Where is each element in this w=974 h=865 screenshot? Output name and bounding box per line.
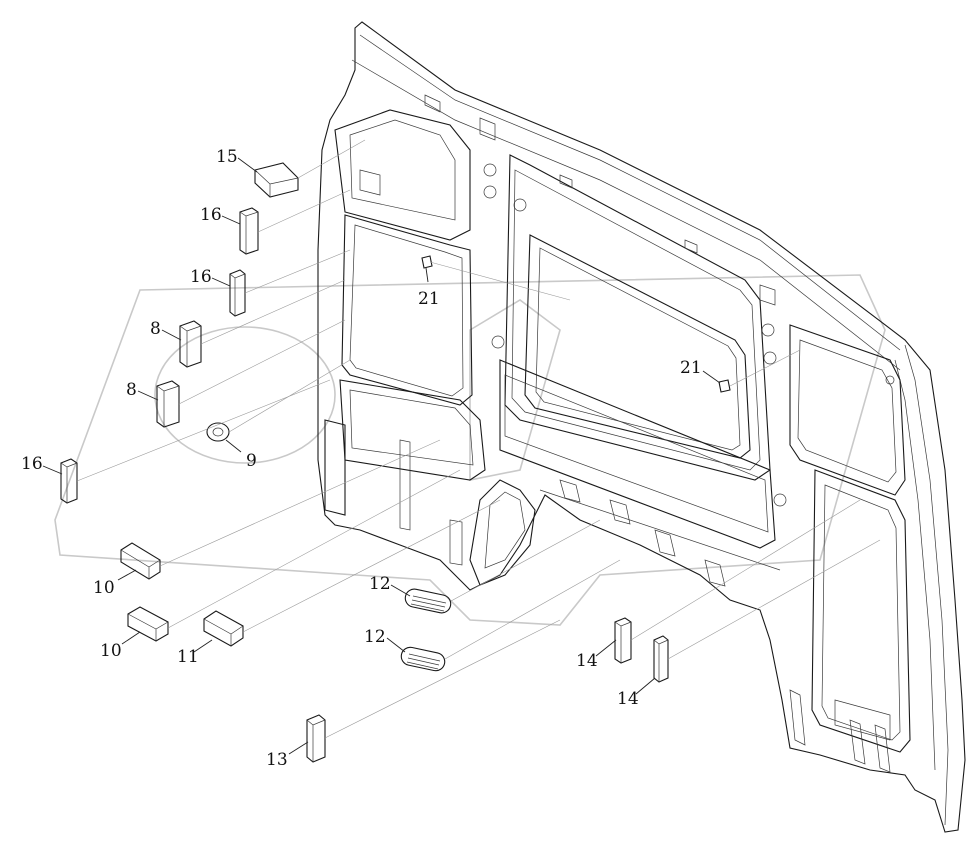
cab-side-panel xyxy=(317,21,966,833)
part-10-block-a xyxy=(120,542,161,580)
part-14-block-a xyxy=(614,617,632,664)
part-21-clip-a xyxy=(421,255,433,269)
callout-16: 16 xyxy=(190,267,212,287)
part-14-block-b xyxy=(653,635,669,683)
part-15-block xyxy=(254,162,299,198)
callout-10: 10 xyxy=(93,578,115,598)
callout-labels: 15 16 16 8 8 16 9 10 10 11 12 12 13 14 1… xyxy=(21,147,702,770)
assembly-guide-lines xyxy=(76,139,881,739)
part-21-clip-b xyxy=(718,379,731,393)
callout-14: 14 xyxy=(617,689,639,709)
callout-10: 10 xyxy=(100,641,122,661)
callout-15: 15 xyxy=(216,147,238,167)
part-12-pad-b xyxy=(400,646,446,672)
part-11-block xyxy=(203,610,244,647)
callout-12: 12 xyxy=(369,574,391,594)
callout-11: 11 xyxy=(177,647,199,667)
callout-9: 9 xyxy=(246,451,257,471)
part-13-block xyxy=(306,714,326,763)
leader-lines xyxy=(42,157,721,755)
callout-13: 13 xyxy=(266,750,288,770)
callout-16: 16 xyxy=(200,205,222,225)
part-16-block-c xyxy=(60,458,78,504)
part-8-block-b xyxy=(156,380,180,428)
part-10-block-b xyxy=(127,606,169,642)
part-16-block-b xyxy=(229,269,246,317)
callout-8: 8 xyxy=(150,319,161,339)
callout-12: 12 xyxy=(364,627,386,647)
callout-16: 16 xyxy=(21,454,43,474)
callout-14: 14 xyxy=(576,651,598,671)
part-12-pad-a xyxy=(404,588,452,614)
part-9-grommet xyxy=(206,422,230,442)
callout-21: 21 xyxy=(680,358,702,378)
watermark-outline xyxy=(54,274,886,626)
part-8-block-a xyxy=(179,320,202,368)
callout-8: 8 xyxy=(126,380,137,400)
part-16-block-a xyxy=(239,207,259,255)
callout-21: 21 xyxy=(418,289,440,309)
